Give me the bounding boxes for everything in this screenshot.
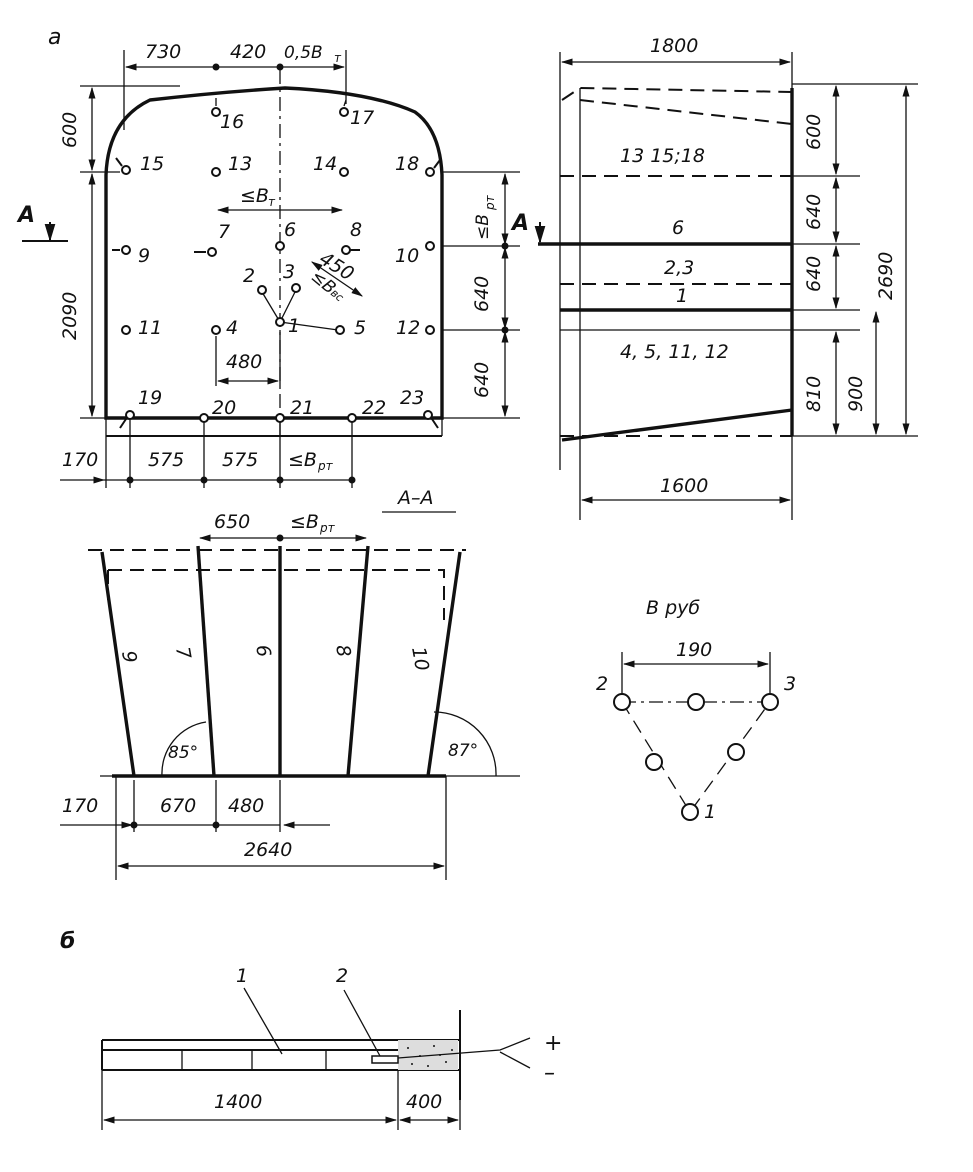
hole-12-label: 12	[396, 317, 420, 339]
aa-dim-2640: 2640	[244, 839, 292, 861]
dim-575-1: 575	[148, 449, 184, 471]
dim-half-bt-sub: т	[334, 51, 342, 65]
side-dim-1600: 1600	[660, 475, 708, 497]
cut-hole-1: 1	[704, 801, 716, 823]
dim-le-brt-right: ≤В	[473, 214, 493, 240]
section-a-marker-right: А	[510, 211, 529, 236]
side-dim-600: 600	[803, 114, 825, 150]
side-layer-6: 6	[672, 217, 684, 239]
hole-16-label: 16	[220, 111, 244, 133]
side-dim-640-2: 640	[803, 256, 825, 292]
polarity-plus: +	[544, 1031, 562, 1056]
hole-20-label: 20	[212, 397, 236, 419]
cut-hole-3: 3	[784, 673, 796, 695]
hole-22-label: 22	[362, 397, 386, 419]
angle-85: 85°	[168, 743, 198, 763]
side-layer-1: 1	[676, 285, 688, 307]
hole-3-label: 3	[283, 261, 295, 283]
dim-480-a: 480	[226, 351, 262, 373]
cut-dim-190: 190	[676, 639, 712, 661]
side-layer-4-5-11-12: 4, 5, 11, 12	[620, 341, 729, 363]
cut-detail: В руб 190 2 3 1	[596, 597, 796, 823]
dim-600-left: 600	[59, 112, 81, 148]
aa-dim-le-brt: ≤В	[290, 511, 319, 533]
hole-21-label: 21	[290, 397, 314, 419]
blast-holes: 16 17 15 13 14 18 ≤В т 9 7 6 8 10	[112, 98, 441, 429]
dim-2090-left: 2090	[59, 292, 81, 340]
dim-420: 420	[230, 41, 266, 63]
side-view: 1800 13 15;18 6 2,3 1 4, 5, 11, 12 А 600…	[510, 35, 918, 520]
dim-400: 400	[406, 1091, 442, 1113]
section-aa-title: А–А	[396, 487, 434, 509]
aa-hole-7: 7	[171, 645, 195, 661]
dim-1400: 1400	[214, 1091, 262, 1113]
side-dim-900: 900	[845, 376, 867, 412]
hole-19-label: 19	[138, 387, 162, 409]
dim-le-brt-bottom-sub: рт	[317, 459, 334, 473]
angle-87: 87°	[448, 741, 478, 761]
aa-hole-8: 8	[331, 643, 355, 659]
section-aa: А–А 9 7 6 8 10 85° 87° 650 ≤В рт 17	[60, 487, 520, 880]
side-dim-640-1: 640	[803, 194, 825, 230]
side-dim-2690: 2690	[875, 252, 897, 300]
aa-dim-le-brt-sub: рт	[319, 521, 336, 535]
figure-b-label: б	[60, 929, 75, 954]
dim-730: 730	[145, 41, 181, 63]
hole-10-label: 10	[395, 245, 419, 267]
dim-le-brt-bottom: ≤В	[288, 449, 317, 471]
dim-640-right-2: 640	[471, 362, 493, 398]
hole-15-label: 15	[140, 153, 164, 175]
dim-640-right-1: 640	[471, 276, 493, 312]
dim-575-2: 575	[222, 449, 258, 471]
hole-18-label: 18	[395, 153, 419, 175]
hole-5-label: 5	[354, 317, 366, 339]
aa-hole-6: 6	[251, 643, 275, 659]
aa-hole-9: 9	[117, 649, 141, 665]
side-dim-810: 810	[803, 376, 825, 412]
hole-9-label: 9	[138, 245, 150, 267]
dim-170-a: 170	[62, 449, 98, 471]
figure-a-face-view: а 730 420 0,5В т 600 2090 А ≤В рт 640	[16, 25, 520, 488]
aa-dim-480: 480	[228, 795, 264, 817]
aa-dim-670: 670	[160, 795, 196, 817]
section-a-marker-left: А	[16, 203, 35, 228]
cut-detail-title: В руб	[646, 597, 700, 619]
figure-a-label: а	[48, 25, 61, 50]
side-layer-2-3: 2,3	[664, 257, 694, 279]
hole-8-label: 8	[350, 219, 362, 241]
aa-dim-170: 170	[62, 795, 98, 817]
dim-le-bt-sub: т	[268, 195, 276, 209]
hole-23-label: 23	[400, 387, 424, 409]
cut-hole-2: 2	[596, 673, 608, 695]
callout-2: 2	[336, 965, 348, 987]
hole-17-label: 17	[350, 107, 374, 129]
detonator	[371, 1055, 399, 1064]
figure-b-charge: б 1 2 + – 1400 400	[60, 929, 562, 1130]
dim-le-brt-right-sub: рт	[483, 194, 497, 211]
hole-4-label: 4	[226, 317, 238, 339]
callout-1: 1	[236, 965, 248, 987]
hole-6-label: 6	[284, 219, 296, 241]
aa-dim-650: 650	[214, 511, 250, 533]
side-dim-1800: 1800	[650, 35, 698, 57]
hole-11-label: 11	[138, 317, 162, 339]
hole-7-label: 7	[218, 221, 230, 243]
polarity-minus: –	[544, 1061, 555, 1086]
dim-le-bt: ≤В	[240, 185, 269, 207]
hole-1-label: 1	[288, 315, 300, 337]
hole-13-label: 13	[228, 153, 252, 175]
dim-half-bt: 0,5В	[284, 43, 323, 63]
hole-14-label: 14	[313, 153, 337, 175]
hole-2-label: 2	[243, 265, 255, 287]
face-outline	[104, 86, 444, 420]
side-layer-13-15-18: 13 15;18	[620, 145, 705, 167]
aa-hole-10: 10	[407, 645, 433, 673]
